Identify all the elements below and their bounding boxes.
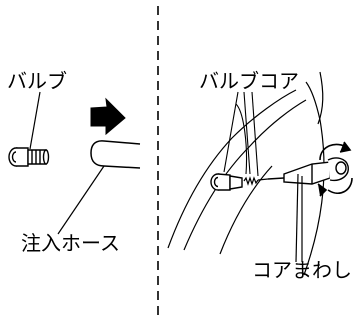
- injection-hose-illustration: [90, 140, 141, 169]
- injection-hose-leader: [57, 165, 105, 235]
- core-tool-leaders: [295, 173, 303, 263]
- valve-core-leaders: [223, 91, 259, 177]
- valve-core-label: バルブコア: [199, 69, 299, 93]
- core-tool-label: コアまわし: [252, 258, 352, 282]
- arrow-right-icon: [90, 97, 126, 136]
- valve-right-illustration: [210, 173, 243, 191]
- valve-left-leader: [29, 91, 41, 150]
- core-tool-illustration: [267, 157, 349, 185]
- rotate-arrows-icon: [317, 141, 353, 197]
- valve-core-illustration: [243, 176, 269, 186]
- valve-label-left: バルブ: [7, 69, 67, 93]
- injection-hose-label: 注入ホース: [21, 231, 120, 255]
- valve-left-illustration: [8, 147, 50, 167]
